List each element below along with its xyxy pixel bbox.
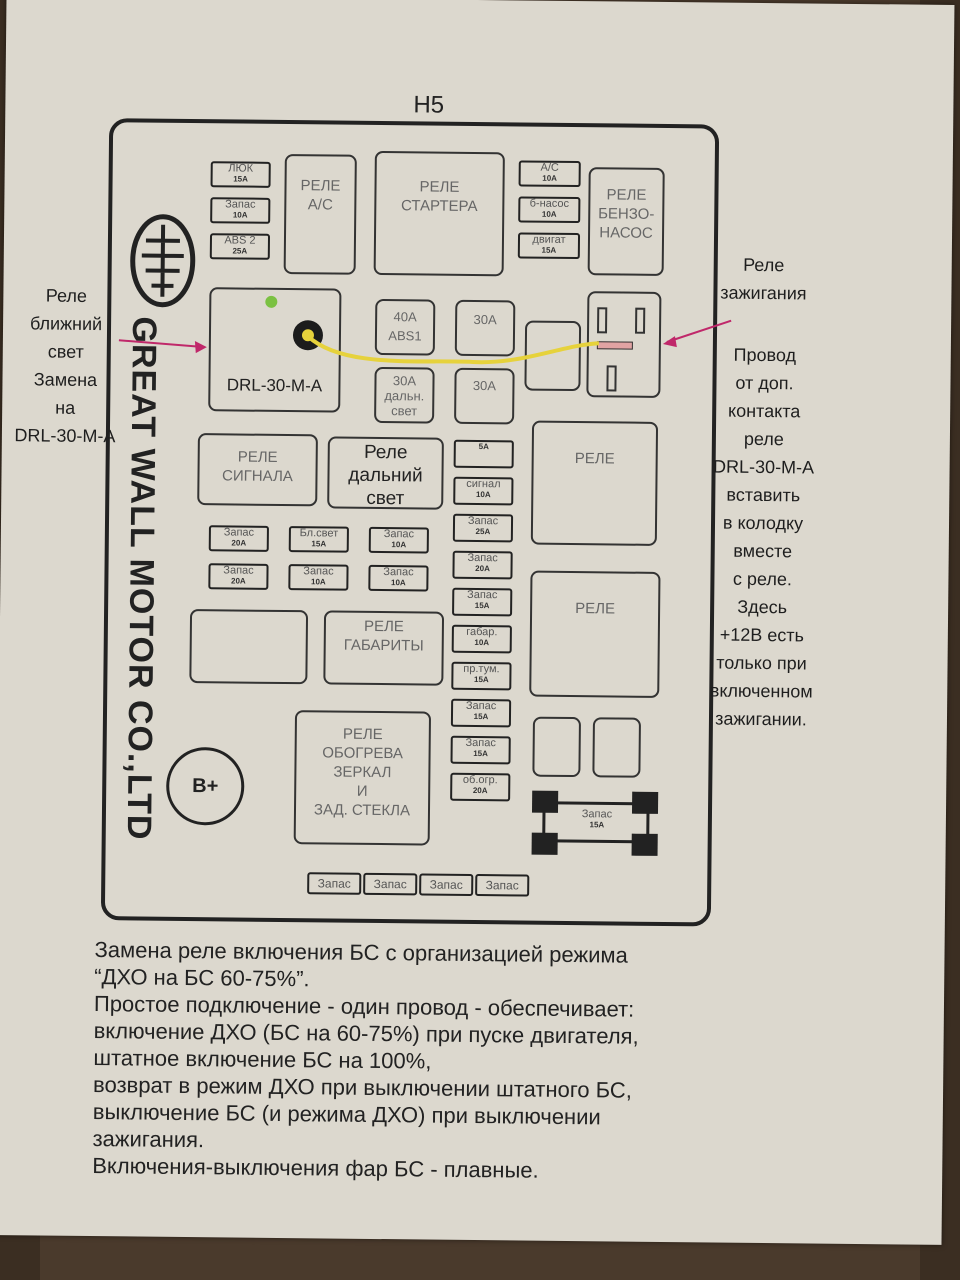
fuse-amp: 5A bbox=[478, 442, 489, 452]
empty-relay-slot bbox=[189, 609, 309, 685]
fuse-name: Запас bbox=[383, 528, 415, 541]
fuse-name: Запас bbox=[467, 588, 498, 602]
added-wire bbox=[118, 319, 732, 365]
fuse-bottom: Запас bbox=[475, 874, 530, 897]
fuse-amp: 15A bbox=[473, 712, 489, 722]
fuse: габар.10A bbox=[451, 624, 512, 654]
fuse-name: Запас bbox=[223, 526, 255, 539]
fuse-amp: 25A bbox=[475, 527, 491, 537]
caption-text: Замена реле включения БС с организацией … bbox=[92, 937, 639, 1183]
fuse-name: Запас bbox=[467, 551, 498, 565]
fuse-bottom: Запас bbox=[419, 873, 474, 897]
fuse-name: об.огр. bbox=[462, 773, 498, 787]
fuse-name: Запас bbox=[383, 566, 414, 579]
fuse-amp: 15A bbox=[311, 539, 327, 549]
fuse-amp: 20A bbox=[475, 564, 490, 574]
arrow-low-beam bbox=[118, 339, 205, 349]
arrow-ignition bbox=[666, 319, 732, 343]
yellow-wire-line bbox=[306, 334, 599, 365]
fuse-bottom: Запас bbox=[307, 872, 362, 895]
fuse-name: Запас bbox=[223, 564, 254, 577]
fuse-amp: 20A bbox=[472, 785, 488, 796]
great-wall-logo-icon bbox=[130, 214, 196, 308]
fuse-amp: 10A bbox=[390, 578, 406, 588]
fuse-amp: 10A bbox=[391, 540, 407, 550]
fuse-bottom: Запас bbox=[363, 872, 418, 896]
fuse-amp: 10A bbox=[311, 577, 326, 587]
arrowhead-icon bbox=[194, 341, 207, 354]
empty-socket-small bbox=[592, 717, 641, 778]
fuse-name: сигнал bbox=[466, 477, 501, 491]
fuse-amp: 20A bbox=[231, 538, 247, 548]
fuse-name: Запас bbox=[465, 699, 497, 713]
fuse: пр.тум.15A bbox=[451, 661, 512, 691]
b-plus-terminal: B+ bbox=[165, 746, 245, 826]
relay-generic-1: РЕЛЕ bbox=[530, 420, 659, 546]
empty-socket-small bbox=[532, 716, 581, 778]
fuse-amp: 15A bbox=[474, 601, 490, 611]
fuse: об.огр.20A bbox=[450, 772, 511, 802]
fuse-amp: 15A bbox=[473, 675, 489, 685]
fuse: 5A bbox=[453, 439, 514, 469]
fuse-name: Запас bbox=[465, 736, 496, 750]
fuse-name: Запас bbox=[303, 565, 334, 578]
fuse-name: габар. bbox=[466, 625, 498, 639]
fuse-amp: 10A bbox=[474, 638, 490, 648]
fuse-amp: 15A bbox=[473, 748, 488, 759]
arrowhead-icon bbox=[662, 336, 677, 348]
fuse-name: пр.тум. bbox=[463, 662, 500, 676]
fuse-name: Запас bbox=[467, 514, 499, 528]
fuse-amp: 20A bbox=[231, 576, 246, 586]
fuse-name: Бл.свет bbox=[299, 527, 339, 540]
spare-fuse-holder-icon bbox=[531, 790, 659, 856]
fuse-amp: 10A bbox=[475, 490, 491, 500]
relay-generic-2: РЕЛЕ bbox=[529, 570, 661, 698]
